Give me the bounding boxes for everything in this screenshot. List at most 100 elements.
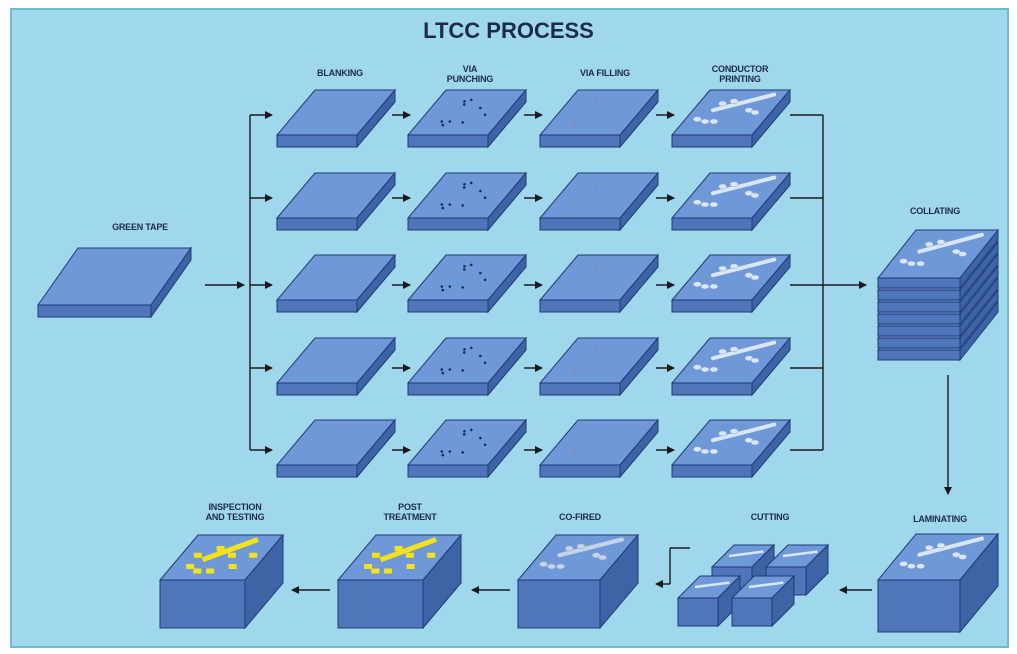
tape-r4-c4-pad-1 [729, 346, 739, 352]
inspection-top-pad-7 [216, 546, 225, 551]
tape-r3-c4-front [671, 299, 753, 313]
stack-layer-4-front [877, 325, 961, 337]
tape-r3-c2-via-2 [462, 268, 466, 271]
tape-r4-c4-pad-3 [700, 366, 710, 373]
label-via-punching: VIA PUNCHING [446, 64, 494, 84]
cut-piece-3-front [731, 597, 773, 627]
tape-r1-c4-trace [710, 92, 777, 113]
tape-r4-c4-side [751, 336, 791, 397]
tape-r1-c3-front [539, 134, 621, 148]
tape-r5-c3-front [539, 464, 621, 478]
tape-r5-c1 [275, 418, 397, 479]
post-treatment-top-pad-4 [405, 552, 414, 558]
tape-r3-c2-via-0 [463, 264, 466, 268]
tape-r4-c3-front [539, 382, 621, 396]
tape-r3-c2-via-6 [448, 285, 452, 288]
stack-top-pad-2 [899, 258, 908, 264]
diagram-title: LTCC PROCESS [423, 18, 594, 43]
tape-r4-c2-via-6 [448, 368, 452, 371]
laminated-front [877, 579, 961, 633]
tape-r1-c4-pad-3 [700, 118, 710, 125]
tape-r1-c3 [538, 88, 660, 149]
tape-r3-c3-via-6 [580, 285, 584, 288]
tape-r2-c2-via-4 [440, 203, 444, 206]
tape-r3-c4-side [751, 253, 791, 314]
tape-r4-c4-trace [710, 340, 777, 361]
tape-r1-c1-front [276, 134, 358, 148]
tape-r5-c1-side [356, 418, 396, 479]
tape-r5-c3-via-8 [615, 443, 619, 447]
post-treatment-top-pad-0 [364, 564, 373, 569]
stack-layer-4-side [959, 276, 999, 338]
inspection-top-pad-2 [206, 568, 215, 574]
tape-r2-c4-pad-4 [709, 201, 719, 208]
tape-r1-c4-pad-2 [693, 116, 702, 122]
co-fired-side [599, 533, 639, 630]
inspection-block [158, 533, 285, 630]
tape-r1-c2-via-8 [483, 113, 487, 117]
tape-r1-c4-pad-4 [709, 118, 719, 125]
tape-r1-c4-pad-6 [750, 109, 760, 116]
stack-top-pad-1 [936, 239, 946, 245]
tape-r2-c4-pad-3 [700, 201, 710, 208]
green-tape-shape [37, 246, 192, 319]
tape-r2-c3-via-4 [572, 203, 576, 206]
stack-layer-1-side [959, 240, 999, 302]
tape-r5-c2-via-1 [469, 428, 473, 432]
tape-r2-c3-via-6 [580, 203, 584, 206]
tape-r3-c4-pad-2 [693, 281, 702, 287]
tape-r4-c3-via-5 [573, 371, 577, 375]
cut-piece-2-trace [694, 581, 730, 589]
laminated-top-pad-1 [936, 542, 946, 549]
tape-r4-c3-side [619, 336, 659, 397]
tape-r3-c3-via-4 [572, 285, 576, 288]
post-treatment-front [337, 579, 424, 629]
tape-r5-c4 [670, 418, 792, 479]
tape-r1-c4-side [751, 88, 791, 149]
tape-r5-c1-front [276, 464, 358, 478]
tape-r5-c2-via-2 [462, 433, 466, 436]
tape-r2-c4-pad-1 [729, 181, 739, 187]
tape-r5-c3-via-0 [595, 429, 598, 433]
tape-r1-c3-via-1 [601, 98, 605, 102]
tape-r5-c4-pad-4 [709, 448, 719, 455]
tape-r1-c2 [406, 88, 528, 149]
tape-r5-c2-via-4 [440, 450, 444, 453]
label-via-filling: VIA FILLING [580, 68, 630, 78]
tape-r4-c1-front [276, 382, 358, 396]
tape-r3-c4-pad-6 [750, 274, 760, 281]
tape-r3-c2-front [407, 299, 489, 313]
tape-r4-c3-via-7 [593, 369, 596, 372]
tape-r4-c4-pad-2 [693, 364, 702, 370]
tape-r5-c4-pad-0 [718, 430, 727, 437]
tape-r3-c2 [406, 253, 528, 314]
co-fired-top-pad-3 [547, 563, 556, 570]
post-treatment-top-pad-3 [371, 552, 380, 558]
tape-r4-c4-pad-4 [709, 366, 719, 373]
tape-r3-c2-via-3 [479, 271, 482, 275]
laminated-block [876, 532, 1000, 634]
tape-r4-c2-via-8 [483, 361, 487, 365]
tape-r1-c1 [275, 88, 397, 149]
tape-r5-c2-via-0 [463, 429, 466, 433]
tape-r5-c4-pad-1 [729, 428, 739, 434]
inspection-top-pad-1 [193, 568, 202, 574]
stack-layer-0-side [959, 228, 999, 290]
tape-r2-c2-via-1 [469, 181, 473, 185]
tape-r5-c4-pad-6 [750, 439, 760, 446]
tape-r1-c2-via-7 [461, 121, 464, 124]
post-treatment-top-pad-6 [427, 552, 436, 558]
tape-r4-c3-via-4 [572, 368, 576, 371]
tape-r2-c3-via-5 [573, 206, 577, 210]
tape-r1-c2-via-2 [462, 103, 466, 106]
tape-r4-c4-front [671, 382, 753, 396]
tape-r1-c4 [670, 88, 792, 149]
co-fired-top-pad-6 [598, 554, 607, 561]
laminated-side [959, 532, 999, 634]
tape-r5-c4-pad-3 [700, 448, 710, 455]
tape-r5-c3-via-6 [580, 450, 584, 453]
tape-r2-c4-pad-6 [750, 192, 760, 199]
tape-r2-c2-via-7 [461, 204, 464, 207]
tape-r3-c3-via-3 [611, 271, 614, 275]
label-laminating: LAMINATING [913, 514, 967, 524]
